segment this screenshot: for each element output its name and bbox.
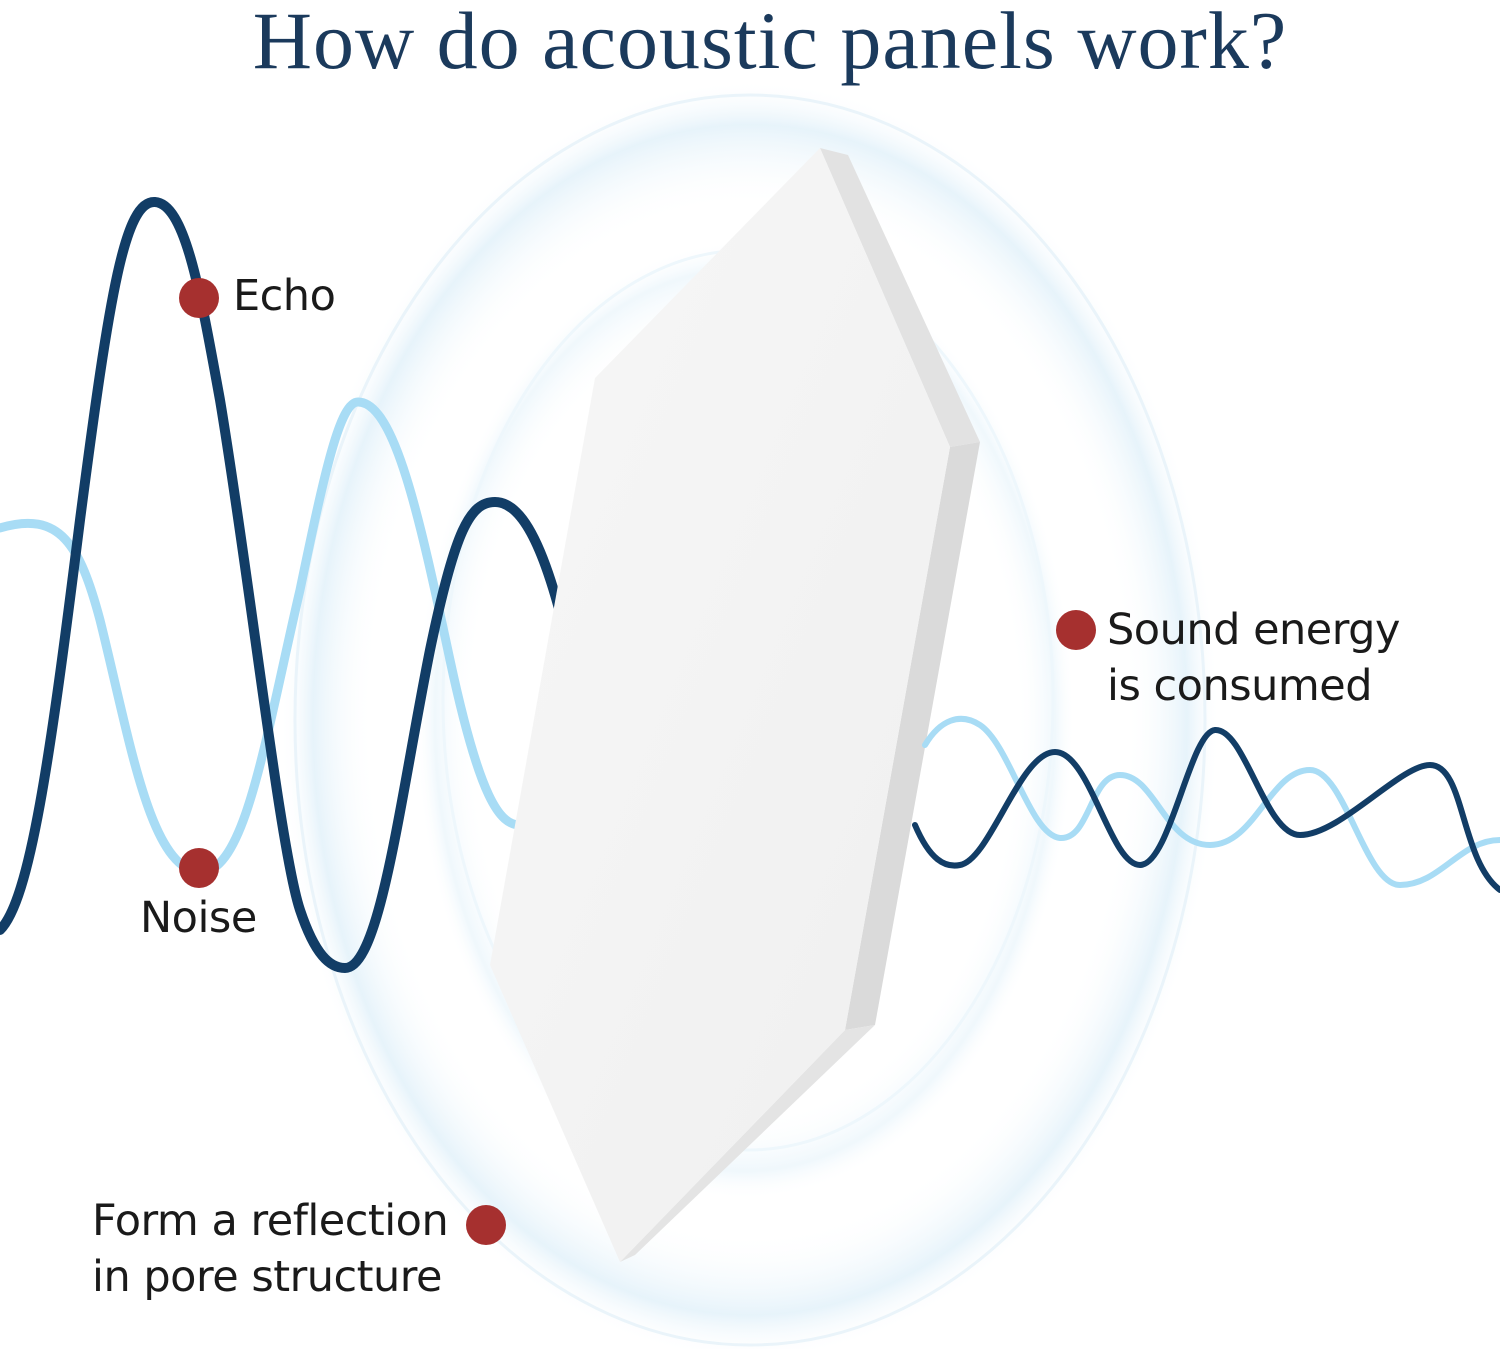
echo-label: Echo (233, 271, 336, 321)
reflection-label-line2: in pore structure (92, 1252, 442, 1302)
reflection-label-line1: Form a reflection (92, 1196, 449, 1246)
outer-halo-outline (293, 93, 1207, 1347)
sound-energy-label-line1: Sound energy (1107, 605, 1400, 655)
sound-energy-label-line2: is consumed (1107, 661, 1373, 711)
echo-wave-left (0, 197, 623, 974)
echo-marker-icon (179, 278, 219, 318)
panel-edge-bottom (620, 1025, 875, 1262)
echo-wave-right (912, 727, 1500, 893)
sound-energy-marker-icon (1056, 610, 1096, 650)
acoustic-panel (490, 148, 950, 1262)
panel-edge-side (845, 442, 980, 1030)
panel-edge (820, 148, 980, 447)
noise-marker-icon (179, 848, 219, 888)
page-title: How do acoustic panels work? (252, 0, 1288, 86)
noise-wave-right (922, 715, 1500, 889)
reflection-marker-icon (466, 1205, 506, 1245)
noise-label: Noise (140, 893, 257, 943)
